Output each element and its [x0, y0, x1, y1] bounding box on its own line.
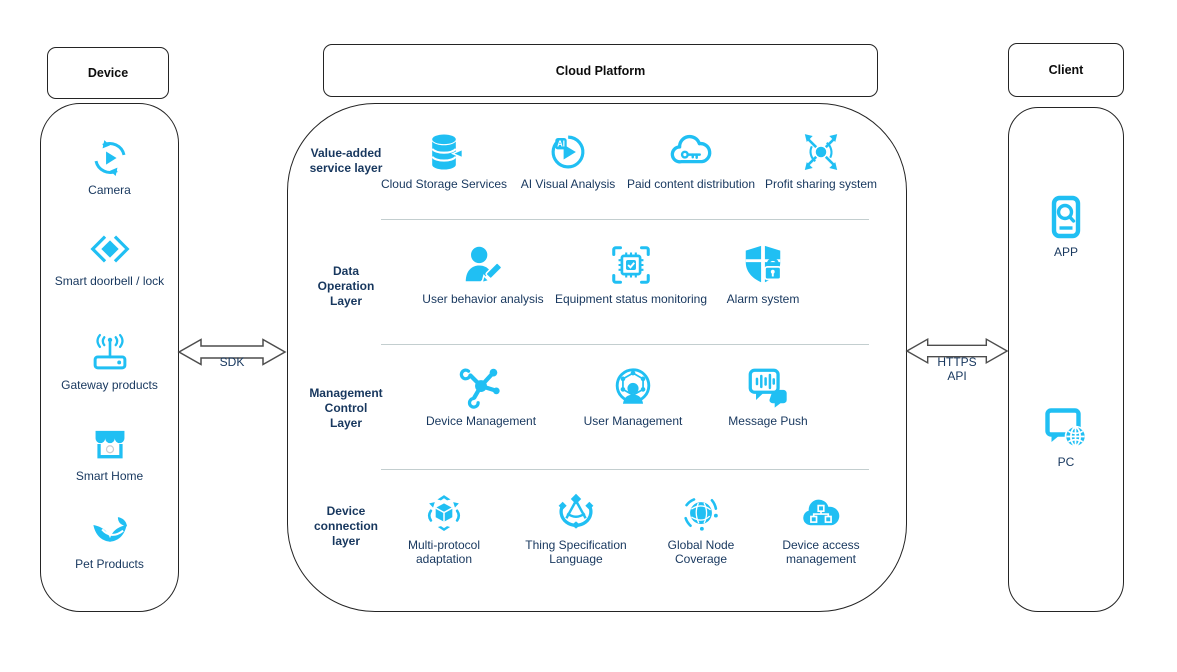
device-item-doorbell-lock: Smart doorbell / lock	[45, 228, 174, 288]
client-item-pc: PC	[1016, 403, 1116, 469]
pc-icon	[1045, 408, 1087, 448]
item-multi-protocol-adaptation: Multi-protocol adaptation	[379, 492, 509, 566]
item-label: Equipment status monitoring	[554, 292, 708, 306]
item-label: Paid content distribution	[626, 177, 756, 191]
item-label: Alarm system	[726, 292, 800, 306]
layer-separator	[381, 469, 869, 470]
profit-sharing-icon	[804, 134, 838, 170]
device-item-gateway: Gateway products	[45, 332, 174, 392]
smart-doorbell-lock-icon	[89, 229, 130, 269]
smart-home-icon	[95, 430, 124, 459]
client-item-label: PC	[1057, 455, 1075, 469]
item-label: Cloud Storage Services	[380, 177, 508, 191]
paid-content-icon	[670, 134, 712, 164]
device-item-label: Smart doorbell / lock	[54, 274, 165, 288]
alarm-system-icon	[745, 245, 782, 283]
cloud-platform-header-label: Cloud Platform	[555, 63, 646, 78]
device-access-icon	[803, 499, 840, 526]
item-label: Device Management	[425, 414, 537, 428]
item-user-behavior-analysis: User behavior analysis	[398, 242, 568, 306]
cloud-storage-icon	[431, 134, 464, 170]
item-paid-content-distribution: Paid content distribution	[621, 131, 761, 191]
item-message-push: Message Push	[693, 364, 843, 428]
ai-visual-analysis-icon: AI	[551, 135, 585, 169]
camera-icon	[94, 140, 125, 176]
device-item-label: Camera	[88, 183, 131, 197]
ai-badge-text: AI	[557, 140, 565, 149]
item-thing-specification-language: Thing Specification Language	[511, 492, 641, 566]
https-api-arrow	[905, 337, 1009, 365]
device-item-smart-home: Smart Home	[45, 423, 174, 483]
layer-separator	[381, 219, 869, 220]
layer-separator	[381, 344, 869, 345]
cloud-platform-panel: Value-added service layer Data Operation…	[287, 103, 907, 612]
sdk-arrow	[177, 338, 287, 366]
device-item-camera: Camera	[45, 137, 174, 197]
item-equipment-status-monitoring: Equipment status monitoring	[546, 242, 716, 306]
user-management-icon	[615, 368, 651, 404]
multi-protocol-icon	[427, 495, 461, 531]
sdk-label: SDK	[219, 355, 245, 369]
client-item-label: APP	[1053, 245, 1078, 259]
cloud-platform-header: Cloud Platform	[323, 44, 878, 97]
https-api-label: HTTPS API	[937, 355, 977, 383]
item-label: User behavior analysis	[422, 292, 544, 306]
item-device-management: Device Management	[406, 364, 556, 428]
client-header: Client	[1008, 43, 1124, 97]
device-item-pet-products: Pet Products	[45, 511, 174, 571]
device-header: Device	[47, 47, 169, 99]
device-item-label: Pet Products	[75, 557, 144, 571]
layer-label-device-connection: Device connection layer	[313, 504, 378, 548]
item-alarm-system: Alarm system	[678, 242, 848, 306]
item-label: Multi-protocol adaptation	[407, 538, 481, 567]
item-cloud-storage-services: Cloud Storage Services	[374, 131, 514, 191]
item-global-node-coverage: Global Node Coverage	[636, 492, 766, 566]
item-label: Thing Specification Language	[525, 538, 627, 567]
item-profit-sharing-system: Profit sharing system	[751, 131, 891, 191]
thing-spec-icon	[558, 493, 594, 529]
item-user-management: User Management	[558, 364, 708, 428]
device-item-label: Gateway products	[61, 378, 158, 392]
gateway-icon	[93, 333, 126, 370]
client-panel: APP PC	[1008, 107, 1124, 612]
device-item-label: Smart Home	[75, 469, 144, 483]
layer-label-data-operation: Data Operation Layer	[317, 264, 375, 308]
item-label: Global Node Coverage	[667, 538, 735, 567]
item-label: AI Visual Analysis	[520, 177, 616, 191]
device-header-label: Device	[87, 66, 129, 80]
equipment-status-icon	[612, 246, 650, 284]
layer-label-management-control: Management Control Layer	[309, 386, 383, 430]
pet-products-icon	[92, 517, 127, 542]
device-management-icon	[459, 368, 500, 409]
client-header-label: Client	[1048, 63, 1084, 77]
item-label: User Management	[583, 414, 683, 428]
global-node-icon	[684, 498, 718, 531]
layer-label-value-added: Value-added service layer	[309, 146, 383, 175]
app-icon	[1051, 195, 1081, 239]
item-label: Message Push	[728, 414, 808, 428]
client-item-app: APP	[1016, 193, 1116, 259]
item-label: Device access management	[782, 538, 860, 567]
item-device-access-management: Device access management	[756, 492, 886, 566]
item-ai-visual-analysis: AI AI Visual Analysis	[498, 131, 638, 191]
user-behavior-icon	[465, 246, 503, 284]
item-label: Profit sharing system	[764, 177, 878, 191]
message-push-icon	[748, 368, 787, 408]
device-panel: Camera Smart doorbell / lock	[40, 103, 179, 612]
